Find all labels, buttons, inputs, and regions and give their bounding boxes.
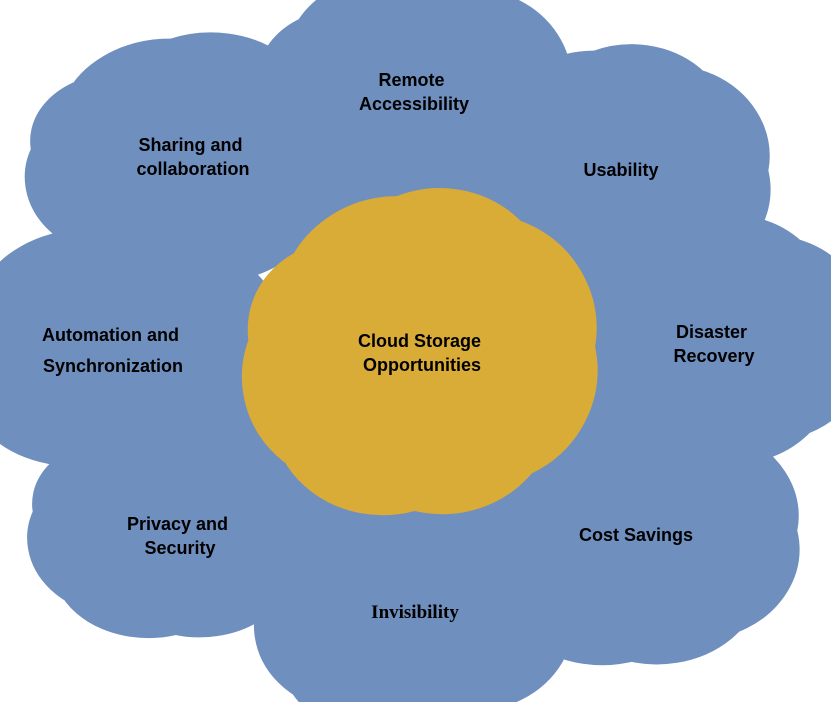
center-node [322,263,518,440]
node-label-disaster-recovery: Disaster Recovery [673,322,754,366]
node-label-usability: Usability [583,160,658,180]
node-label-privacy-and-security: Privacy and Security [127,514,233,558]
node-sharing-and-collaboration [100,90,284,225]
center-node-label: Cloud Storage Opportunities [358,331,486,375]
node-label-remote-accessibility: Remote Accessibility [359,70,469,114]
node-label-automation-and-synchronization: Automation and Synchronization [42,325,184,376]
node-label-cost-savings: Cost Savings [579,525,693,545]
node-label-sharing-and-collaboration: Sharing and collaboration [136,135,249,179]
node-label-invisibility: Invisibility [371,602,459,623]
